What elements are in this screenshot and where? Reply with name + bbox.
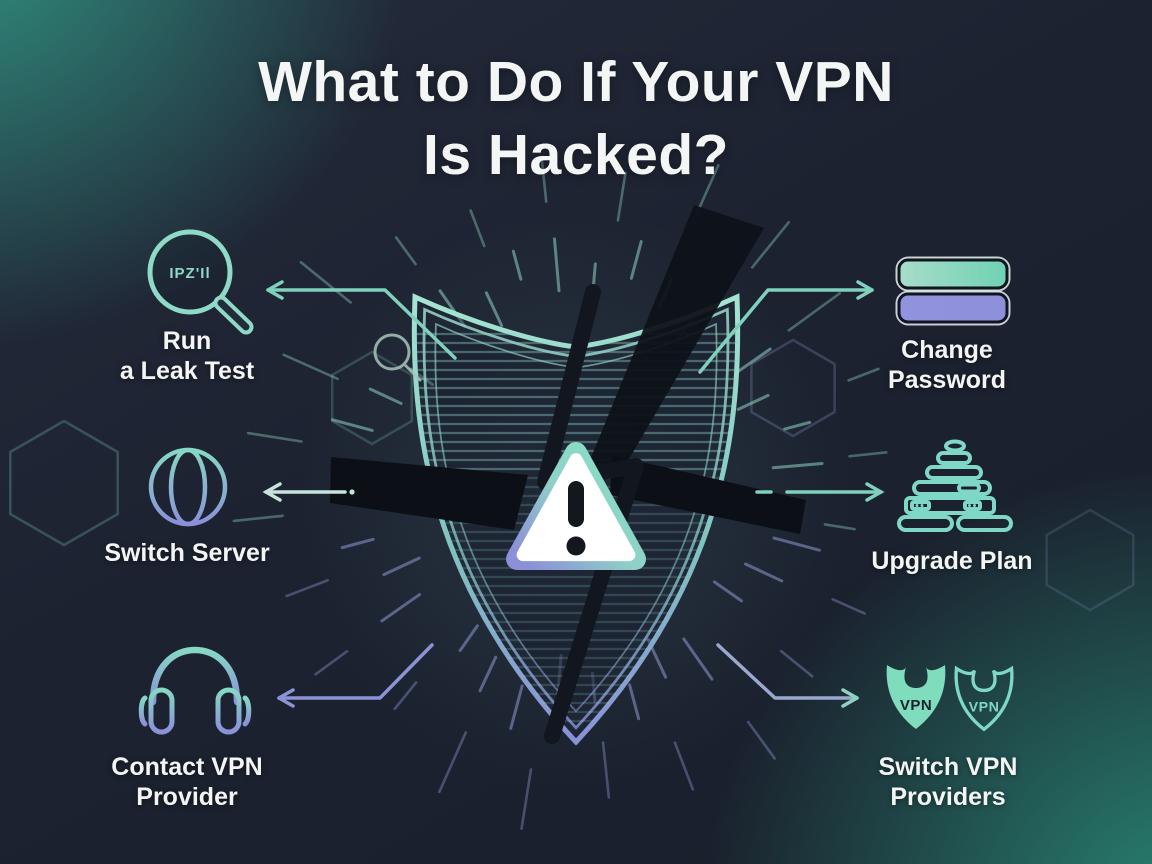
step-label-line: Run xyxy=(162,327,212,355)
globe-icon xyxy=(148,447,228,527)
step-run-leak-test: Run a Leak Test xyxy=(62,326,312,386)
exclamation-dot xyxy=(566,536,586,556)
connector-switch-server xyxy=(262,482,355,502)
page-title: What to Do If Your VPN Is Hacked? xyxy=(0,46,1152,192)
title-line-1: What to Do If Your VPN xyxy=(258,50,894,114)
step-label-line: Password xyxy=(887,366,1007,394)
vpn-badge-filled: VPN xyxy=(886,665,946,729)
warning-triangle-icon xyxy=(506,442,646,570)
broken-shield-icon xyxy=(411,293,741,746)
center-glow xyxy=(296,210,856,790)
step-label-line: Upgrade Plan xyxy=(871,547,1033,575)
exclamation-stem xyxy=(568,481,584,527)
step-change-password: Change Password xyxy=(822,335,1072,395)
dark-shard-wedges xyxy=(330,205,806,534)
password-fields-icon xyxy=(895,256,1011,326)
title-line-2: Is Hacked? xyxy=(423,123,729,187)
connector-contact-provider xyxy=(277,643,434,708)
vpn-badge-text: VPN xyxy=(900,697,932,714)
vpn-badge-text: VPN xyxy=(969,699,1000,715)
step-label-line: Providers xyxy=(890,783,1006,811)
password-bar-top xyxy=(897,258,1009,290)
connector-upgrade-plan xyxy=(755,482,885,502)
vpn-shield-badges-icon: VPN VPN xyxy=(886,665,1014,732)
vpn-badge-outlined: VPN xyxy=(954,665,1014,732)
upgrade-pyramid-icon xyxy=(897,439,1013,532)
step-label-line: Provider xyxy=(136,783,238,811)
step-label-line: Switch Server xyxy=(104,539,270,567)
password-bar-bottom xyxy=(897,292,1009,324)
step-contact-vpn-provider: Contact VPN Provider xyxy=(62,752,312,812)
burst-rays xyxy=(232,157,888,831)
step-label-line: Contact VPN xyxy=(111,753,263,781)
connector-switch-providers xyxy=(716,643,859,708)
step-label-line: Switch VPN xyxy=(878,753,1018,781)
headphones-icon xyxy=(138,646,252,735)
shield-crack xyxy=(537,284,644,744)
step-upgrade-plan: Upgrade Plan xyxy=(827,546,1077,576)
small-magnifier-decoration xyxy=(373,333,422,382)
step-label-line: a Leak Test xyxy=(119,357,255,385)
step-switch-vpn-providers: Switch VPN Providers xyxy=(823,752,1073,812)
magnifier-text: IPZ'Il xyxy=(169,265,210,282)
step-switch-server: Switch Server xyxy=(62,538,312,568)
shield-scanlines xyxy=(414,332,738,723)
step-label-line: Change xyxy=(901,336,993,364)
magnifier-ip-leak-icon: IPZ'Il xyxy=(147,229,254,335)
